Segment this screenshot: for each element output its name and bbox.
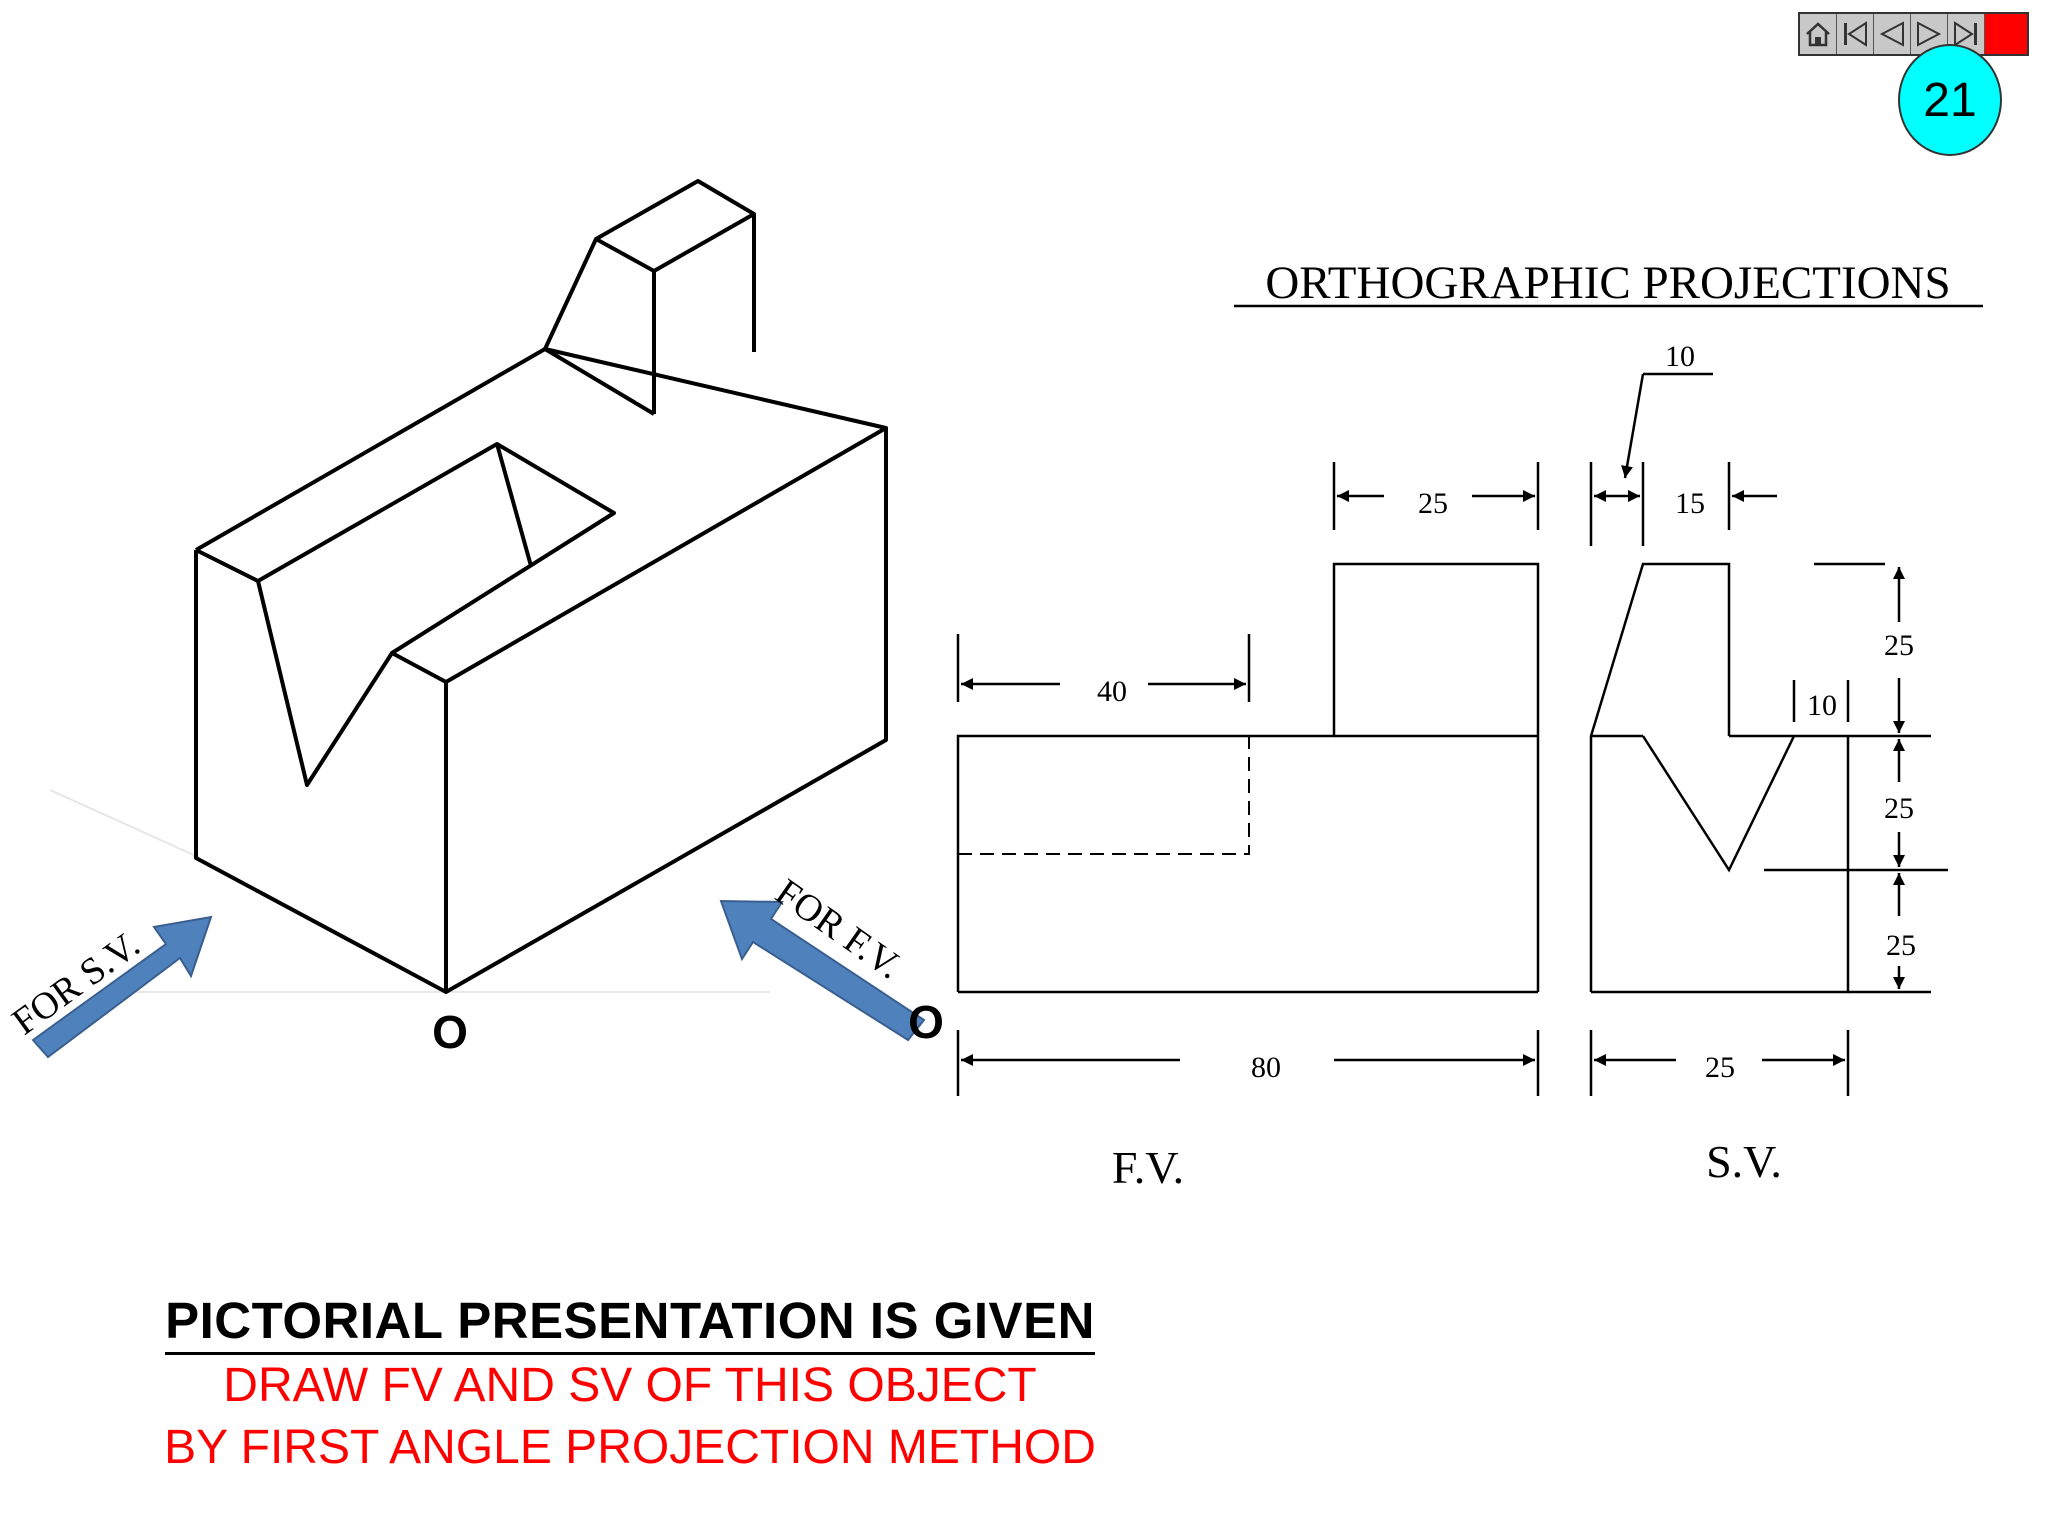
instruction-heading: PICTORIAL PRESENTATION IS GIVEN bbox=[165, 1292, 1095, 1355]
sv-label: S.V. bbox=[1706, 1136, 1782, 1187]
sv-dim-width: 25 bbox=[1705, 1051, 1735, 1084]
fv-dim-length: 80 bbox=[1251, 1051, 1281, 1084]
block-top-face bbox=[195, 347, 888, 684]
sv-dim-height-3: 25 bbox=[1886, 929, 1916, 962]
front-view bbox=[956, 562, 1540, 994]
sv-dim-height-1: 25 bbox=[1884, 629, 1914, 662]
ortho-title: ORTHOGRAPHIC PROJECTIONS bbox=[1265, 257, 1950, 309]
triangle-left-icon bbox=[1879, 21, 1904, 47]
front-view-dimensions bbox=[956, 462, 1540, 1096]
home-button[interactable] bbox=[1800, 14, 1837, 54]
fv-dim-top: 25 bbox=[1418, 487, 1448, 520]
sv-direction-arrow-icon bbox=[31, 915, 213, 1059]
home-icon bbox=[1806, 22, 1830, 47]
instruction-block: PICTORIAL PRESENTATION IS GIVEN DRAW FV … bbox=[100, 1292, 1160, 1479]
side-view-dimensions bbox=[1589, 372, 1948, 1096]
instruction-line-2: BY FIRST ANGLE PROJECTION METHOD bbox=[164, 1421, 1096, 1474]
triangle-right-icon bbox=[1917, 21, 1942, 47]
skip-first-icon bbox=[1844, 21, 1867, 47]
sv-dim-leader: 10 bbox=[1665, 340, 1695, 373]
fv-label: F.V. bbox=[1112, 1142, 1184, 1193]
raised-block-back bbox=[543, 179, 756, 352]
previous-slide-button[interactable] bbox=[1874, 14, 1911, 54]
sv-dim-height-2: 25 bbox=[1884, 792, 1914, 825]
slide-number-badge: 21 bbox=[1898, 44, 2002, 156]
fv-dim-slot: 40 bbox=[1097, 675, 1127, 708]
end-show-button[interactable] bbox=[1985, 14, 2027, 54]
sv-dim-top: 15 bbox=[1675, 487, 1705, 520]
raised-block-base bbox=[543, 347, 656, 416]
first-slide-button[interactable] bbox=[1837, 14, 1874, 54]
sv-dim-vee-offset: 10 bbox=[1807, 689, 1837, 722]
ground-line-left bbox=[49, 789, 197, 857]
v-slot bbox=[195, 442, 616, 787]
isometric-object bbox=[49, 179, 888, 994]
fv-direction-arrow-icon bbox=[719, 899, 926, 1042]
instruction-line-1: DRAW FV AND SV OF THIS OBJECT bbox=[223, 1359, 1037, 1412]
origin-label-left: O bbox=[432, 1006, 468, 1058]
skip-last-icon bbox=[1954, 21, 1977, 47]
v-slot-inner-edge bbox=[495, 443, 533, 567]
raised-block-top bbox=[595, 212, 755, 273]
hidden-slot-lines bbox=[958, 736, 1250, 855]
origin-label-right: O bbox=[908, 996, 944, 1048]
side-view bbox=[1589, 562, 1850, 994]
